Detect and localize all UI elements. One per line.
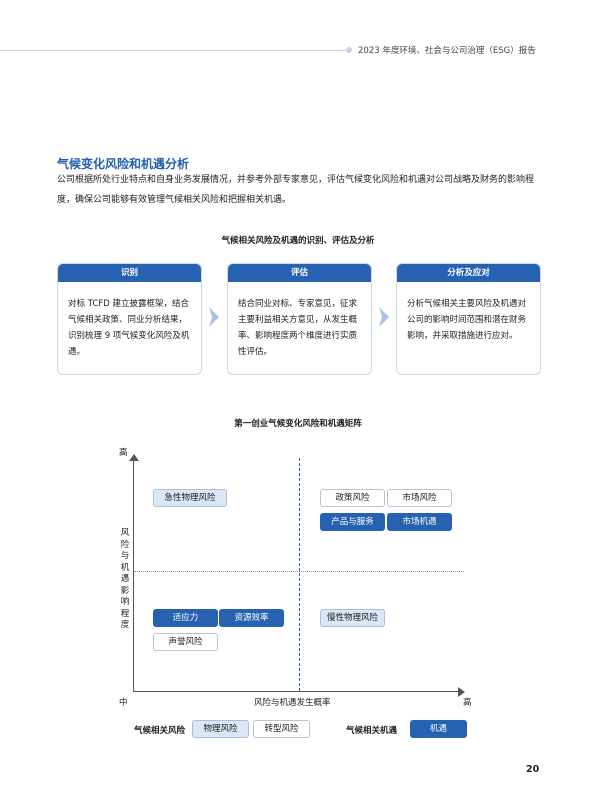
flow-card-title: 识别 [58, 264, 201, 282]
legend-opportunity-label: 气候相关机遇 [346, 726, 398, 736]
header-dot [346, 47, 352, 53]
y-axis-line [133, 460, 134, 692]
flow-card-body: 对标 TCFD 建立披露框架，结合气候相关政策、同业分析结果，识别梳理 9 项气… [68, 299, 190, 357]
matrix-tag: 急性物理风险 [153, 489, 227, 507]
matrix-tag: 资源效率 [219, 609, 284, 627]
matrix-tag: 慢性物理风险 [320, 609, 385, 627]
flow-card-body: 分析气候相关主要风险及机遇对公司的影响时间范围和潜在财务影响，并采取措施进行应对… [407, 299, 527, 341]
matrix-tag: 市场风险 [387, 489, 452, 507]
matrix-tag: 政策风险 [320, 489, 385, 507]
chevron-right-icon [379, 307, 389, 327]
x-axis-high-label: 高 [463, 698, 472, 708]
flow-card-analyze: 分析及应对 分析气候相关主要风险及机遇对公司的影响时间范围和潜在财务影响，并采取… [396, 263, 541, 375]
legend-opportunity: 机遇 [410, 720, 467, 738]
flow-card-body: 结合同业对标、专家意见，征求主要利益相关方意见，从发生概率、影响程度两个维度进行… [238, 299, 358, 357]
section-title: 气候变化风险和机遇分析 [57, 157, 190, 171]
matrix-vertical-divider [299, 458, 300, 691]
header-rule [0, 50, 352, 51]
matrix-tag: 市场机遇 [387, 513, 452, 531]
flow-title: 气候相关风险及机遇的识别、评估及分析 [221, 236, 375, 246]
section-paragraph: 公司根据所处行业特点和自身业务发展情况，并参考外部专家意见，评估气候变化风险和机… [57, 175, 535, 205]
x-axis-label: 风险与机遇发生概率 [254, 698, 331, 708]
legend-physical-risk: 物理风险 [192, 720, 249, 738]
matrix-tag: 适应力 [153, 609, 218, 627]
flow-card-title: 分析及应对 [397, 264, 540, 282]
x-axis-arrow-icon [458, 687, 465, 697]
origin-label: 中 [119, 698, 128, 708]
matrix-horizontal-divider [134, 571, 464, 572]
report-title: 2023 年度环境、社会与公司治理（ESG）报告 [358, 46, 536, 56]
legend-transition-risk: 转型风险 [253, 720, 310, 738]
x-axis-line [133, 691, 459, 692]
chevron-right-icon [209, 307, 219, 327]
flow-card-assess: 评估 结合同业对标、专家意见，征求主要利益相关方意见，从发生概率、影响程度两个维… [227, 263, 372, 375]
y-axis-label: 风险与机遇影响程度 [120, 528, 130, 630]
page-number: 20 [526, 764, 540, 775]
flow-card-title: 评估 [228, 264, 371, 282]
legend-risk-label: 气候相关风险 [134, 726, 186, 736]
matrix-tag: 声誉风险 [153, 633, 218, 651]
matrix-title: 第一创业气候变化风险和机遇矩阵 [234, 419, 362, 429]
matrix-tag: 产品与服务 [320, 513, 385, 531]
y-axis-arrow-icon [129, 454, 139, 461]
y-axis-high-label: 高 [119, 448, 128, 458]
flow-card-identify: 识别 对标 TCFD 建立披露框架，结合气候相关政策、同业分析结果，识别梳理 9… [57, 263, 202, 375]
